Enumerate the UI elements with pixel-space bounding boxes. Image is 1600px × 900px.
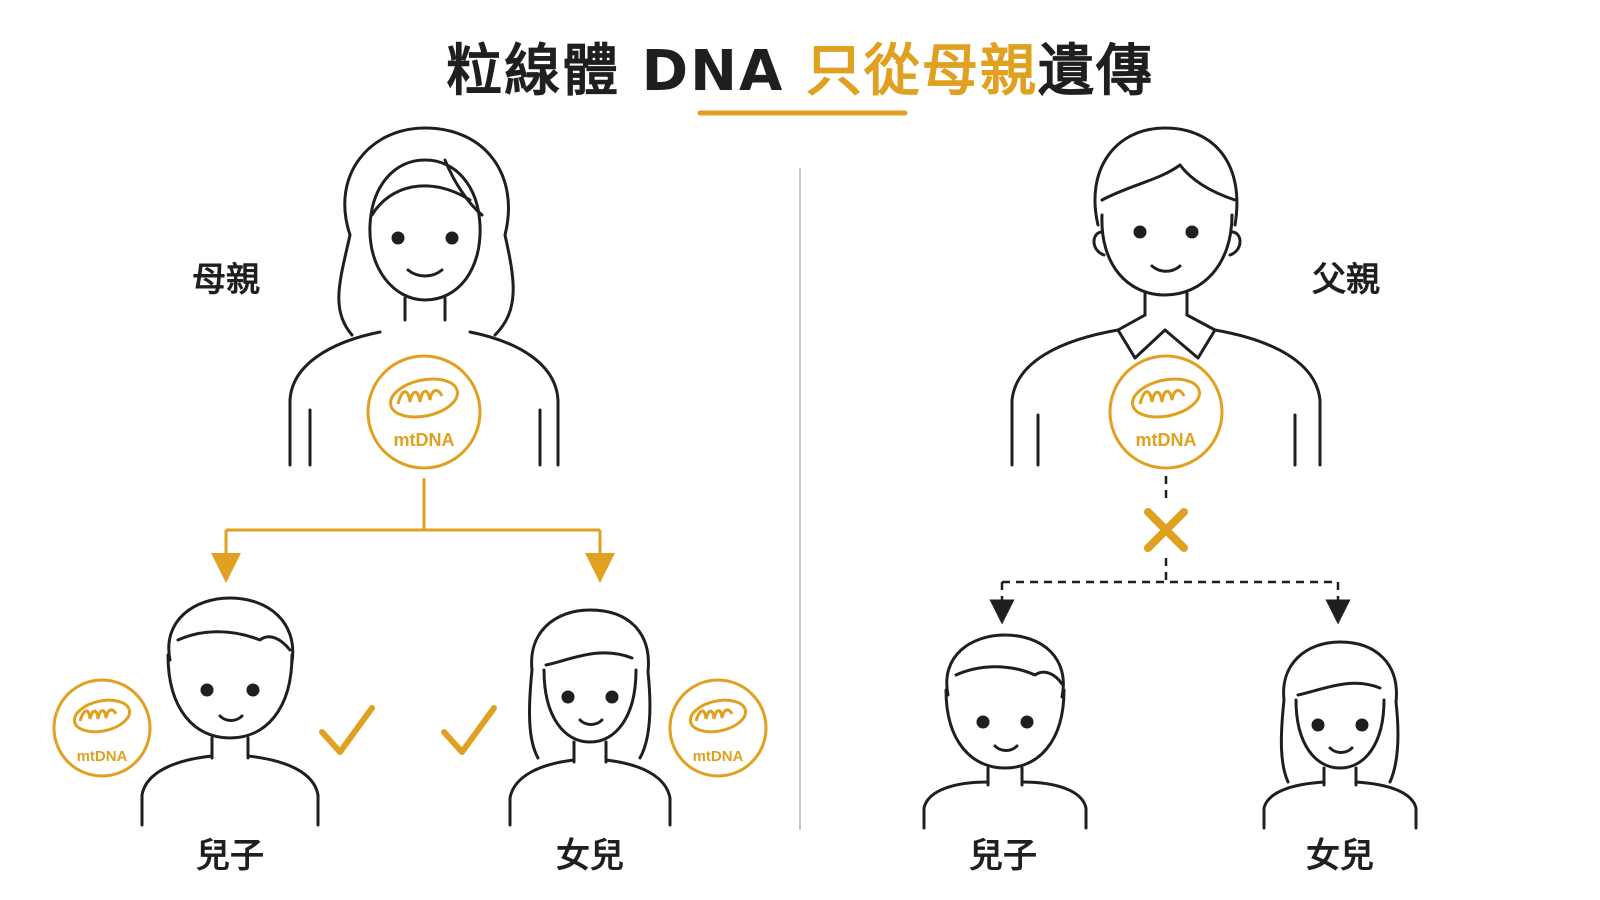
title-suffix: 遺傳 [1037,39,1154,104]
son-mtdna-badge [52,678,152,778]
daughter-figure-left [508,608,672,827]
check-icon [319,705,375,755]
mother-figure [288,126,560,467]
mother-inheritance-arrows [211,478,615,583]
daughter-label-left: 女兒 [556,836,624,876]
mother-mtdna-badge [366,354,482,470]
mother-label: 母親 [192,260,260,300]
daughter-label-right: 女兒 [1306,836,1374,876]
page-title: 粒線體 DNA 只從母親遺傳 [0,26,1600,107]
father-blocked-arrows [989,476,1351,625]
son-badge-label: mtDNA [77,748,128,765]
son-figure-left [140,596,320,827]
check-icon [441,705,497,755]
father-label: 父親 [1312,260,1380,300]
mitochondrion-icon [1131,377,1201,419]
title-highlight: 只從母親 [805,39,1038,104]
mitochondrion-icon [72,698,132,734]
son-label-right: 兒子 [969,836,1037,876]
father-mtdna-badge [1108,354,1224,470]
mitochondrion-icon [389,377,459,419]
daughter-mtdna-badge [668,678,768,778]
mother-badge-label: mtDNA [394,430,455,450]
cross-icon [1144,508,1188,552]
daughter-figure-right [1262,640,1418,830]
title-prefix: 粒線體 DNA [446,39,806,104]
mitochondrion-icon [688,698,748,734]
daughter-badge-label: mtDNA [693,748,744,765]
son-figure-right [922,633,1088,830]
son-label-left: 兒子 [196,836,264,876]
father-badge-label: mtDNA [1136,430,1197,450]
father-figure [1010,126,1322,467]
